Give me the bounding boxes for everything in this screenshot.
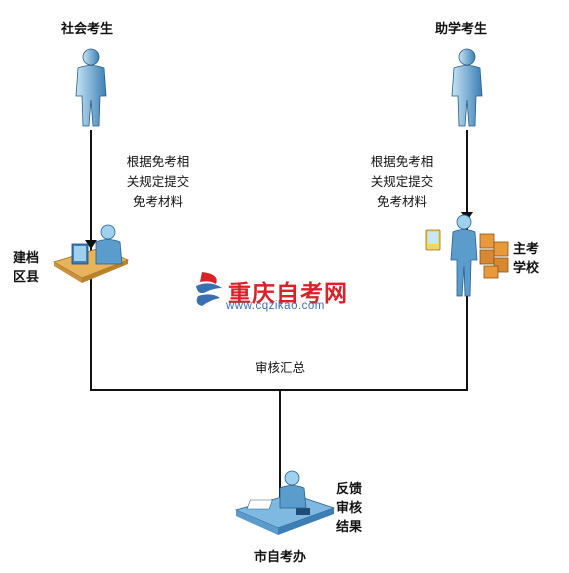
right-submit-line-3: 免考材料 [376, 194, 427, 209]
district-office-text: 建档区县 [13, 251, 40, 285]
right-submit-line-1: 根据免考相 [370, 154, 434, 169]
connector-center-vertical [279, 389, 281, 499]
desk-worker-icon-district [52, 224, 130, 283]
desk-worker-icon-city-office [234, 470, 336, 535]
city-office-label: 市自考办 [254, 550, 307, 565]
watermark-logo-icon [196, 272, 222, 306]
left-submit-note: 根据免考相 关规定提交 免考材料 [108, 152, 208, 212]
assisted-candidate-label: 助学考生 [435, 22, 488, 37]
social-candidate-label: 社会考生 [61, 22, 114, 37]
person-icon-social-candidate [75, 48, 107, 127]
watermark-name: 重庆自考网 [228, 281, 348, 307]
person-icon-assisted-candidate [451, 48, 483, 127]
district-office-label: 建档区县 [13, 249, 41, 287]
arrow-down-left [85, 240, 97, 249]
watermark-url: www.cqzikao.com [226, 300, 325, 312]
feedback-label: 反馈审核结果 [336, 480, 364, 537]
left-submit-line-1: 根据免考相 [126, 154, 190, 169]
left-submit-line-3: 免考材料 [132, 194, 183, 209]
right-submit-line-2: 关规定提交 [370, 174, 434, 189]
host-school-text: 主考学校 [513, 242, 540, 276]
host-school-label: 主考学校 [513, 240, 541, 278]
left-submit-line-2: 关规定提交 [126, 174, 190, 189]
person-with-boxes-icon-host-school [425, 214, 509, 297]
feedback-text: 反馈审核结果 [336, 482, 363, 535]
summary-label: 审核汇总 [254, 360, 305, 375]
right-submit-note: 根据免考相 关规定提交 免考材料 [352, 152, 452, 212]
